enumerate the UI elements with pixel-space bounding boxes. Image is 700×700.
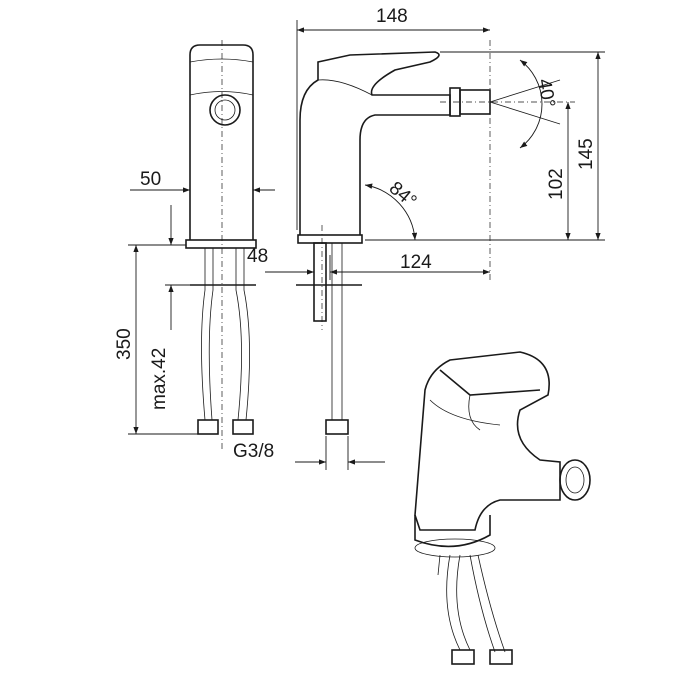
dim-40deg: 40° [533,77,559,109]
nozzle-icon [559,459,591,501]
dim-350: 350 [114,328,135,360]
dim-84deg: 84° [385,178,421,213]
dim-max42: max.42 [149,348,170,410]
side-view: 148 145 102 40° 84° 48 124 G3/8 [233,6,605,470]
front-view: 50 350 max.42 [114,40,275,450]
dim-102: 102 [546,168,567,200]
dim-g38: G3/8 [233,441,274,462]
dim-148: 148 [376,6,408,27]
dim-145: 145 [576,138,597,170]
perspective-view [414,351,591,665]
dim-50: 50 [140,169,161,190]
aerator-icon [209,94,241,126]
dim-124: 124 [400,252,432,273]
dim-48: 48 [247,246,268,267]
